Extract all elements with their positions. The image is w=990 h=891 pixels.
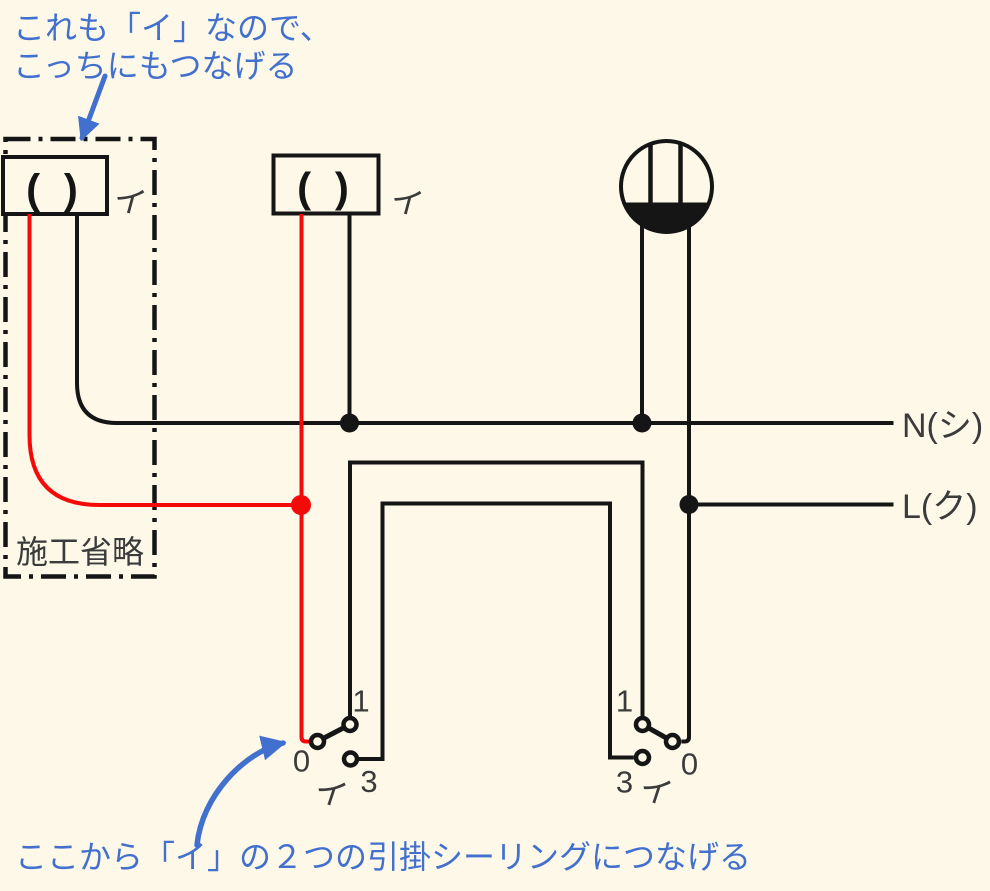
terminal-label-3: 3 [360,764,377,799]
omission-box-label: 施工省略 [16,534,144,570]
junction-dot-red [291,495,311,515]
omission-box: 施工省略 [3,136,157,579]
ceiling-rose-left: ( ) イ [1,155,150,223]
terminal-0 [308,732,327,751]
lamp-receptacle [619,139,714,234]
lamp-socket-base [623,202,710,233]
top-note-line1: これも「イ」なので、 [13,10,332,46]
top-note-line2: こっちにもつなげる [13,48,297,84]
terminal-label-1: 1 [616,684,633,719]
bottom-annotation: ここから「イ」の２つの引掛シーリングにつなげる [15,735,751,875]
bottom-note: ここから「イ」の２つの引掛シーリングにつなげる [15,839,751,875]
terminal-1 [341,715,359,734]
ceiling-rose-icon [271,153,381,216]
circuit-label: イ [310,771,352,815]
ceiling-rose-middle: ( ) イ [271,153,427,224]
top-annotation: これも「イ」なので、 こっちにもつなげる [13,10,332,142]
terminal-label-0: 0 [681,747,698,782]
live-line-label: L(ク) [902,488,978,526]
three-way-switch-right: 1 0 3 イ [616,684,698,814]
terminal-3 [341,750,360,768]
traveler-wire-outer [348,460,645,716]
terminal-label-3: 3 [616,765,633,800]
annotation-arrow [194,735,287,848]
omission-box-border [3,136,157,579]
circuit-label: イ [635,769,677,813]
terminal-3 [633,748,652,767]
ceiling-rose-symbol: ( ) [26,166,84,213]
neutral-wire [75,214,894,425]
ceiling-rose-icon [1,155,109,216]
circuit-label: イ [110,179,150,222]
junction-dot [340,413,359,433]
neutral-line-label: N(シ) [902,407,983,445]
red-wire-left-rose [27,214,301,507]
terminal-label-1: 1 [352,684,369,719]
three-way-switch-left: 1 0 3 イ [293,684,378,816]
switch-lever [647,726,668,740]
red-wire-to-switch [299,214,309,744]
annotation-arrow [78,73,108,142]
wiring [27,214,894,761]
traveler-wire-inner [359,501,634,761]
terminal-0 [663,732,682,751]
terminal-1 [633,715,652,734]
live-wire-lamp-to-switch [681,221,691,744]
ceiling-rose-symbol: ( ) [297,164,355,211]
terminal-label-0: 0 [293,744,310,779]
junction-dot [679,495,699,514]
circuit-label: イ [387,180,427,223]
switch-lever [322,726,345,740]
junction-dot [632,413,652,433]
